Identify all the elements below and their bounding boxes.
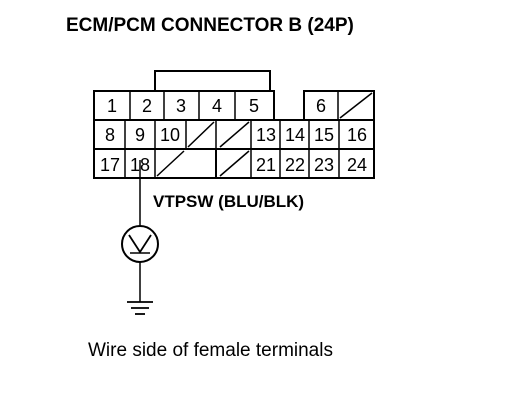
unused-terminal-marker xyxy=(339,92,373,119)
connector-row-1: 1 2 3 4 5 6 xyxy=(93,90,375,121)
terminal-8: 8 xyxy=(105,125,115,145)
terminal-6: 6 xyxy=(316,96,326,116)
unused-terminal-marker xyxy=(219,150,250,177)
terminal-24: 24 xyxy=(347,155,367,175)
diagram-title: ECM/PCM CONNECTOR B (24P) xyxy=(66,15,354,36)
terminal-3: 3 xyxy=(176,96,186,116)
signal-label: VTPSW (BLU/BLK) xyxy=(153,192,305,211)
terminal-10: 10 xyxy=(160,125,180,145)
terminal-23: 23 xyxy=(314,155,334,175)
terminal-21: 21 xyxy=(256,155,276,175)
terminal-14: 14 xyxy=(285,125,305,145)
connector-lock-tab xyxy=(154,70,271,91)
terminal-9: 9 xyxy=(135,125,145,145)
terminal-5: 5 xyxy=(249,96,259,116)
terminal-13: 13 xyxy=(256,125,276,145)
terminal-2: 2 xyxy=(142,96,152,116)
terminal-22: 22 xyxy=(285,155,305,175)
terminal-16: 16 xyxy=(347,125,367,145)
unused-terminal-marker xyxy=(156,150,185,177)
voltmeter-icon xyxy=(121,225,159,263)
unused-terminal-marker xyxy=(187,121,215,148)
connector-row-2: 8 9 10 13 14 15 16 xyxy=(93,119,375,150)
diagram-caption: Wire side of female terminals xyxy=(88,340,333,361)
terminal-4: 4 xyxy=(212,96,222,116)
terminal-17: 17 xyxy=(100,155,120,175)
unused-terminal-marker xyxy=(219,121,250,148)
terminal-15: 15 xyxy=(314,125,334,145)
connector-row-3: 17 18 21 22 23 24 xyxy=(93,148,375,179)
ground-icon xyxy=(127,301,153,315)
terminal-1: 1 xyxy=(107,96,117,116)
